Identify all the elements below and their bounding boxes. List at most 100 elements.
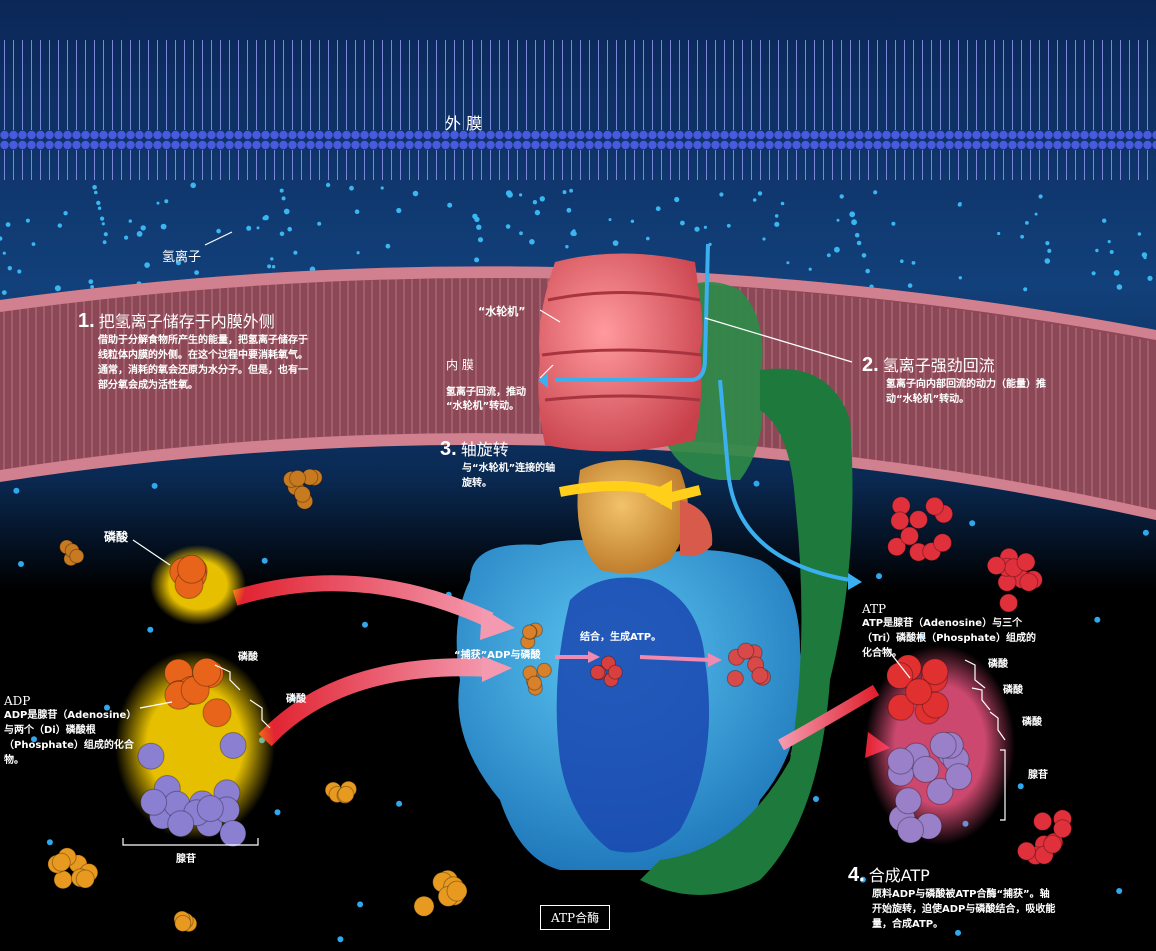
hydrogen-ion-dot — [0, 236, 3, 241]
hydrogen-ion-dot — [271, 265, 276, 269]
step-2: 2.氢离子强劲回流 氢离子向内部回流的动力（能量）推动“水轮机”转动。 — [862, 352, 1062, 407]
hydrogen-ion-dot — [907, 283, 913, 288]
hydrogen-ion-dot — [534, 209, 541, 216]
hydrogen-ion-dot — [854, 232, 860, 238]
hydrogen-ion-dot — [532, 200, 538, 205]
hydrogen-ion-dot — [104, 704, 110, 711]
hydrogen-ion-dot — [958, 276, 962, 280]
molecule-decor — [726, 642, 771, 687]
hydrogen-ion-dot — [447, 202, 453, 208]
hydrogen-ion-dot — [194, 270, 200, 275]
hydrogen-ion-dot — [834, 246, 840, 253]
hydrogen-ion-dot — [476, 224, 482, 230]
label-brackets — [122, 659, 1006, 846]
hydrogen-ion-dot — [103, 232, 108, 237]
hydrogen-ion-dot — [969, 520, 976, 527]
molecule-decor — [283, 468, 323, 510]
hydrogen-ion-dot — [279, 231, 285, 237]
outer-membrane — [0, 40, 1156, 180]
hydrogen-ion-dot — [1116, 284, 1123, 290]
hydrogen-ion-dot — [274, 809, 281, 816]
hydrogen-ion-dot — [674, 196, 680, 203]
hydrogen-ion-dot — [539, 196, 545, 202]
hydrogen-ion-dot — [136, 231, 143, 237]
hydrogen-ion-dot — [160, 223, 167, 230]
hydrogen-ion-dot — [7, 266, 12, 271]
hydrogen-ion-dot — [1017, 783, 1024, 790]
hydrogen-ion-dot — [102, 240, 107, 245]
atp-info: ATP ATP是腺苷（Adenosine）与三个（Tri）磷酸根（Phospha… — [862, 602, 1042, 661]
hydrogen-ion-dot — [529, 239, 535, 245]
step-2-number: 2. — [862, 354, 879, 376]
hydrogen-ion-dot — [293, 250, 298, 255]
hydrogen-ion-dot — [774, 221, 780, 227]
hydrogen-ion-dot — [18, 561, 24, 567]
molecule-decor — [986, 547, 1043, 613]
step-4-desc: 原料ADP与磷酸被ATP合酶“捕获”。轴开始旋转，迫使ADP与磷酸结合，吸收能量… — [872, 889, 1056, 930]
hydrogen-ion-dot — [477, 237, 484, 243]
hydrogen-ion-dot — [774, 214, 779, 218]
hydrogen-ion-dot — [63, 211, 68, 216]
hydrogen-ion-dot — [569, 188, 573, 193]
hydrogen-ion-dot — [572, 231, 577, 236]
atp-phosphate-2-label: 磷酸 — [1003, 685, 1023, 696]
hydrogen-ion-dot — [562, 190, 567, 195]
step-1-title: 把氢离子储存于内膜外侧 — [98, 312, 275, 331]
step-3: 3.轴旋转 与“水轮机”连接的轴旋转。 — [440, 436, 570, 491]
hydrogen-ion-dot — [337, 936, 344, 943]
hydrogen-ion-dot — [655, 206, 661, 212]
hydrogen-ion-dot — [13, 487, 20, 494]
pointer-lines — [132, 231, 911, 709]
adp-phosphate-2-label: 磷酸 — [286, 694, 306, 705]
hydrogen-ion-dot — [90, 285, 94, 289]
molecule-decor — [1017, 809, 1072, 865]
hydrogen-ion-dot — [261, 557, 268, 564]
hydrogen-ion-dot — [1109, 250, 1114, 254]
hydrogen-ion-label: 氢离子 — [162, 250, 202, 265]
molecule-decor — [59, 539, 85, 567]
hydrogen-ion-dot — [1116, 888, 1123, 894]
hydrogen-ion-dot — [385, 243, 391, 249]
hydrogen-ion-dot — [279, 188, 284, 193]
hydrogen-ion-dot — [100, 216, 105, 221]
hydrogen-ion-dot — [780, 201, 785, 206]
hydrogen-ion-dot — [17, 269, 22, 274]
hydrogen-ion-dot — [1107, 240, 1111, 244]
hydrogen-ion-dot — [216, 228, 221, 234]
hydrogen-ion-dot — [813, 796, 819, 802]
adp-adenosine — [137, 732, 247, 847]
hydrogen-ion-dot — [839, 194, 844, 199]
hydrogen-ion-dot — [1044, 258, 1051, 264]
step-1-number: 1. — [78, 310, 95, 332]
hydrogen-ion-dot — [957, 202, 962, 207]
step-1: 1.把氢离子储存于内膜外侧 借助于分解食物所产生的能量，把氢离子储存于线粒体内膜… — [78, 308, 318, 393]
hydrogen-ion-dot — [856, 240, 862, 246]
hydrogen-ion-dot — [680, 220, 685, 226]
reaction-arrows — [232, 575, 890, 758]
water-wheel-rotor — [538, 253, 703, 452]
water-wheel-label: “水轮机” — [478, 305, 526, 318]
hydrogen-ion-dot — [2, 251, 6, 255]
step-4: 4.合成ATP 原料ADP与磷酸被ATP合酶“捕获”。轴开始旋转，迫使ADP与磷… — [848, 862, 1058, 932]
hydrogen-ion-dot — [88, 279, 94, 285]
hydrogen-ion-dot — [891, 221, 896, 226]
hydrogen-ion-dot — [859, 876, 866, 883]
hydrogen-ion-dot — [246, 225, 252, 231]
hydrogen-ion-dot — [1034, 212, 1038, 216]
hydrogen-ion-dot — [911, 261, 916, 265]
step-3-desc: 与“水轮机”连接的轴旋转。 — [462, 463, 556, 489]
atp-synthase-label: ATP合酶 — [540, 905, 611, 930]
atp-phosphate-3-label: 磷酸 — [1022, 717, 1042, 728]
hydrogen-ion-dot — [873, 190, 878, 195]
hydrogen-ion-dot — [474, 216, 480, 223]
molecule-decor — [324, 780, 357, 804]
hydrogen-ion-dot — [140, 225, 146, 231]
molecule-decor — [413, 869, 468, 917]
hydrogen-ion-dot — [851, 219, 857, 226]
hydrogen-ion-dot — [876, 573, 882, 580]
phosphate-molecule — [169, 554, 208, 599]
hydrogen-ion-dot — [608, 218, 612, 222]
hydrogen-ion-dot — [900, 259, 904, 264]
hydrogen-ion-dot — [356, 251, 360, 255]
flow-arrowhead-icon-2 — [538, 373, 548, 388]
